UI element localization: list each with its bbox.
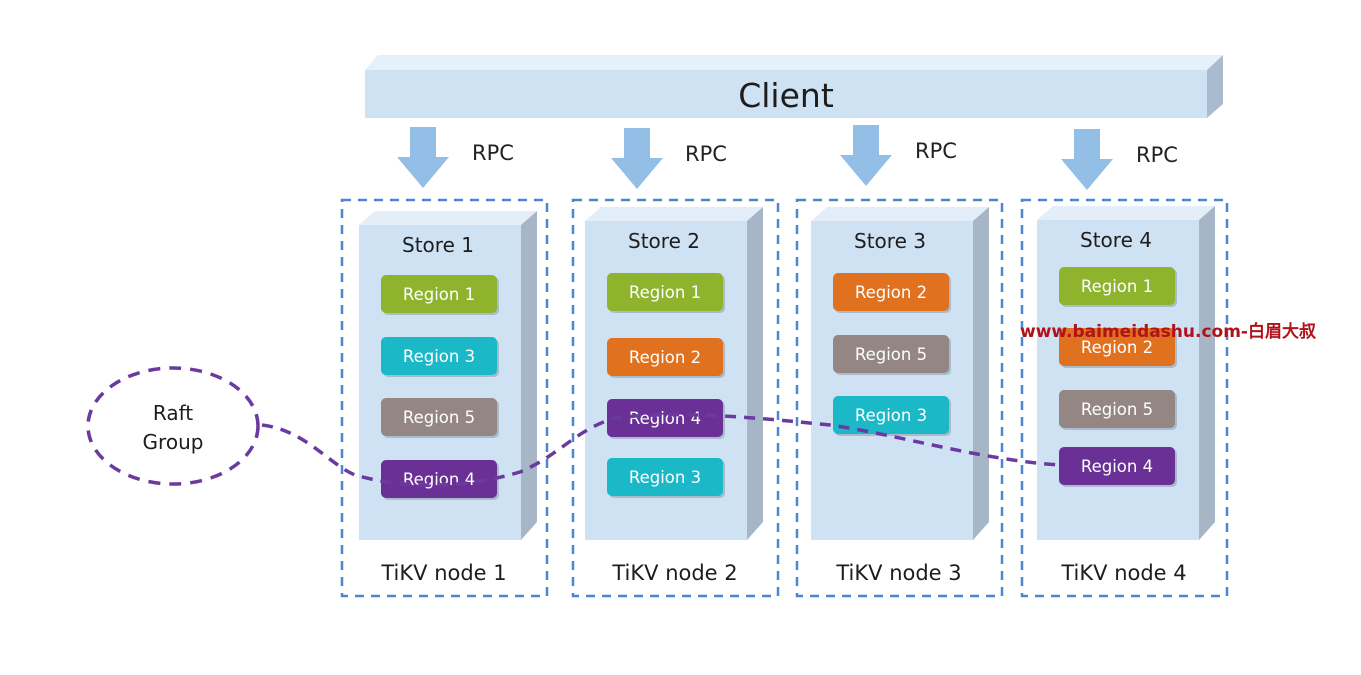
rpc-arrow-3: RPC <box>840 125 957 186</box>
region-chip-body <box>607 458 723 496</box>
region-chip-body <box>1059 267 1175 305</box>
raft-group-ellipse <box>86 366 260 486</box>
raft-group-label-line2: Group <box>143 430 204 454</box>
client-bar: Client <box>365 55 1223 118</box>
region-chip-region-1: Region 1 <box>1059 267 1177 307</box>
rpc-label-4: RPC <box>1136 143 1178 167</box>
store-block-side <box>521 211 537 540</box>
region-label: Region 5 <box>403 408 475 427</box>
region-chip-region-3: Region 3 <box>833 396 951 436</box>
region-chip-body <box>381 398 497 436</box>
region-chip-region-5: Region 5 <box>833 335 951 375</box>
store-block-side <box>973 207 989 540</box>
down-arrow-icon <box>397 127 449 188</box>
region-label: Region 4 <box>1081 457 1153 476</box>
client-bar-top <box>365 55 1223 70</box>
region-chip-body <box>381 460 497 498</box>
store-block-top <box>811 207 989 221</box>
raft-group: Raft Group <box>86 366 260 486</box>
tikv-node-4: Store 4 Region 1 Region 2 Region 5 Region 4 T… <box>1020 198 1229 598</box>
rpc-arrow-2: RPC <box>611 128 727 189</box>
tikv-node-label: TiKV node 3 <box>835 561 961 585</box>
region-label: Region 4 <box>629 409 701 428</box>
region-chip-body <box>833 273 949 311</box>
region-label: Region 3 <box>629 468 701 487</box>
tikv-node-2: Store 2 Region 1 Region 2 Region 4 Region 3 T… <box>571 198 780 598</box>
region-label: Region 5 <box>1081 400 1153 419</box>
region-label: Region 3 <box>855 406 927 425</box>
store-block-side <box>1199 206 1215 540</box>
region-label: Region 2 <box>629 348 701 367</box>
region-chip-body <box>1059 328 1175 366</box>
region-chip-body <box>1059 447 1175 485</box>
region-chip-region-1: Region 1 <box>607 273 725 313</box>
region-chip-region-4: Region 4 <box>1059 447 1177 487</box>
region-chip-body <box>607 399 723 437</box>
watermark: www.baimeidashu.com-白眉大叔 <box>1020 321 1317 342</box>
node-boundary <box>795 198 1004 598</box>
region-chip-body <box>833 396 949 434</box>
rpc-label-2: RPC <box>685 142 727 166</box>
client-bar-face <box>365 70 1207 118</box>
region-label: Region 3 <box>403 347 475 366</box>
rpc-label-3: RPC <box>915 139 957 163</box>
region-chip-region-1: Region 1 <box>381 275 499 315</box>
rpc-arrow-1: RPC <box>397 127 514 188</box>
region-chip-body <box>1059 390 1175 428</box>
down-arrow-icon <box>840 125 892 186</box>
store-block-top <box>1037 206 1215 220</box>
store-block-top <box>359 211 537 225</box>
region-chip-region-2: Region 2 <box>1059 328 1177 368</box>
region-label: Region 2 <box>1081 338 1153 357</box>
region-chip-region-5: Region 5 <box>1059 390 1177 430</box>
store-block-top <box>585 207 763 221</box>
region-chip-region-2: Region 2 <box>833 273 951 313</box>
region-chip-region-4: Region 4 <box>607 399 725 439</box>
tikv-nodes: Store 1 Region 1 Region 3 Region 5 Region 4 T… <box>340 198 1229 598</box>
raft-group-connection-line <box>261 412 1061 487</box>
region-label: Region 1 <box>403 285 475 304</box>
tikv-node-label: TiKV node 2 <box>611 561 737 585</box>
store-title: Store 4 <box>1080 228 1152 252</box>
region-label: Region 5 <box>855 345 927 364</box>
region-chip-region-3: Region 3 <box>381 337 499 377</box>
tikv-node-3: Store 3 Region 2 Region 5 Region 3 TiKV node… <box>795 198 1004 598</box>
down-arrow-icon <box>611 128 663 189</box>
tikv-node-label: TiKV node 1 <box>380 561 506 585</box>
store-block-face <box>811 221 973 540</box>
region-chip-region-5: Region 5 <box>381 398 499 438</box>
store-title: Store 3 <box>854 229 926 253</box>
region-label: Region 1 <box>1081 277 1153 296</box>
region-chip-body <box>381 275 497 313</box>
down-arrow-icon <box>1061 129 1113 190</box>
raft-group-label-line1: Raft <box>153 401 193 425</box>
region-chip-region-3: Region 3 <box>607 458 725 498</box>
store-title: Store 2 <box>628 229 700 253</box>
rpc-arrow-4: RPC <box>1061 129 1178 190</box>
region-label: Region 2 <box>855 283 927 302</box>
store-block-side <box>747 207 763 540</box>
region-chip-body <box>607 273 723 311</box>
node-boundary <box>1020 198 1229 598</box>
node-boundary <box>340 198 549 598</box>
region-chip-body <box>833 335 949 373</box>
node-boundary <box>571 198 780 598</box>
client-bar-side <box>1207 55 1223 118</box>
region-chip-body <box>607 338 723 376</box>
region-chip-body <box>381 337 497 375</box>
tikv-node-label: TiKV node 4 <box>1060 561 1186 585</box>
region-chip-region-2: Region 2 <box>607 338 725 378</box>
store-title: Store 1 <box>402 233 474 257</box>
region-label: Region 1 <box>629 283 701 302</box>
client-label: Client <box>738 76 834 115</box>
rpc-label-1: RPC <box>472 141 514 165</box>
